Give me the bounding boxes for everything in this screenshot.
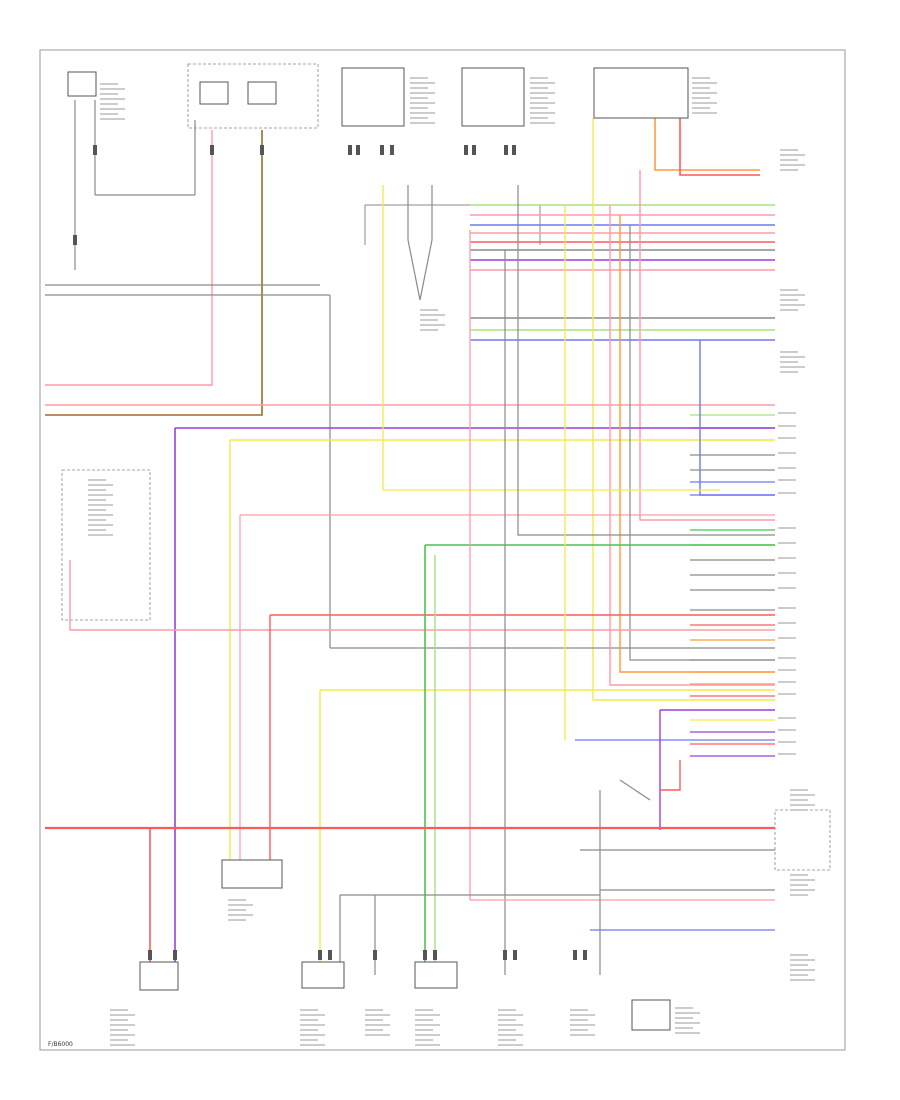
top-right-label xyxy=(780,149,805,171)
switch-right-label xyxy=(790,789,815,811)
bottom-label-4 xyxy=(415,1009,440,1046)
connector-pin xyxy=(173,950,177,960)
wire xyxy=(699,340,775,496)
bottom-label-2 xyxy=(300,1009,325,1046)
connector-pin xyxy=(390,145,394,155)
connector-pin xyxy=(328,950,332,960)
connector-pin xyxy=(348,145,352,155)
component-layer xyxy=(61,63,831,1046)
relay-center xyxy=(199,81,229,105)
connector-pin xyxy=(356,145,360,155)
wire xyxy=(619,215,775,673)
relay-mid-left-outline xyxy=(61,469,151,621)
relay-upper-2 xyxy=(461,67,525,127)
diagram-border xyxy=(39,49,846,1051)
switch-right-2-label xyxy=(790,874,815,896)
relay-upper-3 xyxy=(593,67,689,119)
bottom-sensor-2 xyxy=(301,961,345,989)
connector-pin xyxy=(512,145,516,155)
relay-upper-2-label xyxy=(530,77,555,124)
ground-label xyxy=(420,309,445,331)
wire xyxy=(45,130,263,416)
relay-bottom-mid-label xyxy=(228,899,253,921)
wire xyxy=(619,779,651,801)
connector-pin xyxy=(73,235,77,245)
connector-pin xyxy=(93,145,97,155)
bottom-label-7 xyxy=(675,1007,700,1034)
wire xyxy=(654,118,760,171)
bottom-label-3 xyxy=(365,1009,390,1036)
connector-pin xyxy=(210,145,214,155)
bottom-sensor-3 xyxy=(414,961,458,989)
switch-right-3-label xyxy=(790,954,815,981)
connector-pin xyxy=(260,145,264,155)
relay-top-left-label xyxy=(100,83,125,120)
relay-center-2 xyxy=(247,81,277,105)
connector-pin xyxy=(433,950,437,960)
bottom-sensor-4 xyxy=(631,999,671,1031)
relay-upper-1-label xyxy=(410,77,435,124)
wire xyxy=(609,205,775,686)
wire xyxy=(679,118,760,176)
wire xyxy=(407,185,433,301)
wire xyxy=(660,760,681,791)
page-number-label: F/B6000 xyxy=(48,1041,73,1048)
relay-top-left xyxy=(67,71,97,97)
connector-pin xyxy=(513,950,517,960)
connector-pin xyxy=(504,145,508,155)
bottom-label-6 xyxy=(570,1009,595,1036)
connector-pin xyxy=(148,950,152,960)
connector-pin xyxy=(583,950,587,960)
connector-pin xyxy=(573,950,577,960)
wire xyxy=(382,185,720,491)
wire xyxy=(45,130,213,386)
bottom-label-5 xyxy=(498,1009,523,1046)
ecm-label xyxy=(780,351,805,373)
relay-upper-3-label xyxy=(692,77,717,114)
connector-pin xyxy=(472,145,476,155)
connector-pin xyxy=(380,145,384,155)
bottom-sensor-1 xyxy=(139,961,179,991)
switch-right-outline xyxy=(774,809,831,871)
fuse-block-outline xyxy=(187,63,319,129)
wire-layer xyxy=(45,100,775,975)
connector-pin xyxy=(423,950,427,960)
wire xyxy=(69,560,775,631)
bottom-label-1 xyxy=(110,1009,135,1046)
connector-pin xyxy=(464,145,468,155)
relay-upper-1 xyxy=(341,67,405,127)
sensor-label xyxy=(780,289,805,311)
relay-mid-left-label xyxy=(88,479,113,536)
wire xyxy=(517,185,775,536)
connector-pin xyxy=(373,950,377,960)
connector-pin xyxy=(503,950,507,960)
wire xyxy=(639,170,775,521)
connector-pin xyxy=(318,950,322,960)
wire xyxy=(592,118,775,701)
relay-bottom-mid xyxy=(221,859,283,889)
wire xyxy=(629,225,775,661)
